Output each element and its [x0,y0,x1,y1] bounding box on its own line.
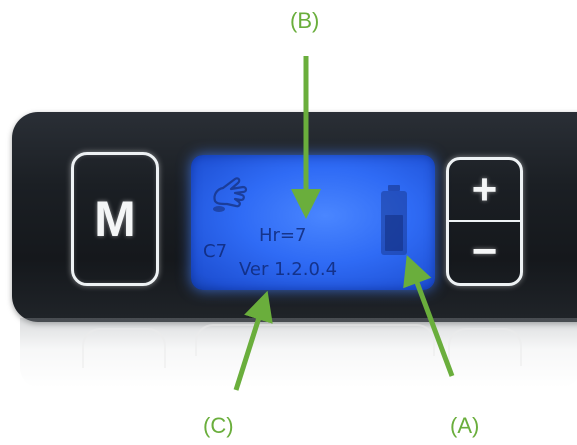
hand-pointer-icon [213,177,248,212]
minus-button[interactable]: − [449,222,520,284]
plus-button[interactable]: + [449,160,520,222]
minus-button-label: − [471,227,498,277]
m-button-reflection [82,328,166,368]
version-readout: Ver 1.2.0.4 [239,259,338,280]
code-readout: C7 [203,241,228,262]
plus-button-label: + [471,164,498,214]
rocker-reflection [448,328,522,366]
callout-b-label: (B) [290,8,320,33]
plus-minus-rocker: + − [446,157,523,286]
mode-button[interactable]: M [71,152,159,286]
lcd-display: Hr=7 C7 Ver 1.2.0.4 [191,155,435,290]
battery-icon [381,185,407,255]
callout-a-label: (A) [450,413,480,438]
lcd-reflection [195,324,435,356]
panel-reflection [20,318,577,388]
hours-readout: Hr=7 [259,225,307,246]
mode-button-label: M [94,191,136,247]
callout-c-label: (C) [203,413,234,438]
